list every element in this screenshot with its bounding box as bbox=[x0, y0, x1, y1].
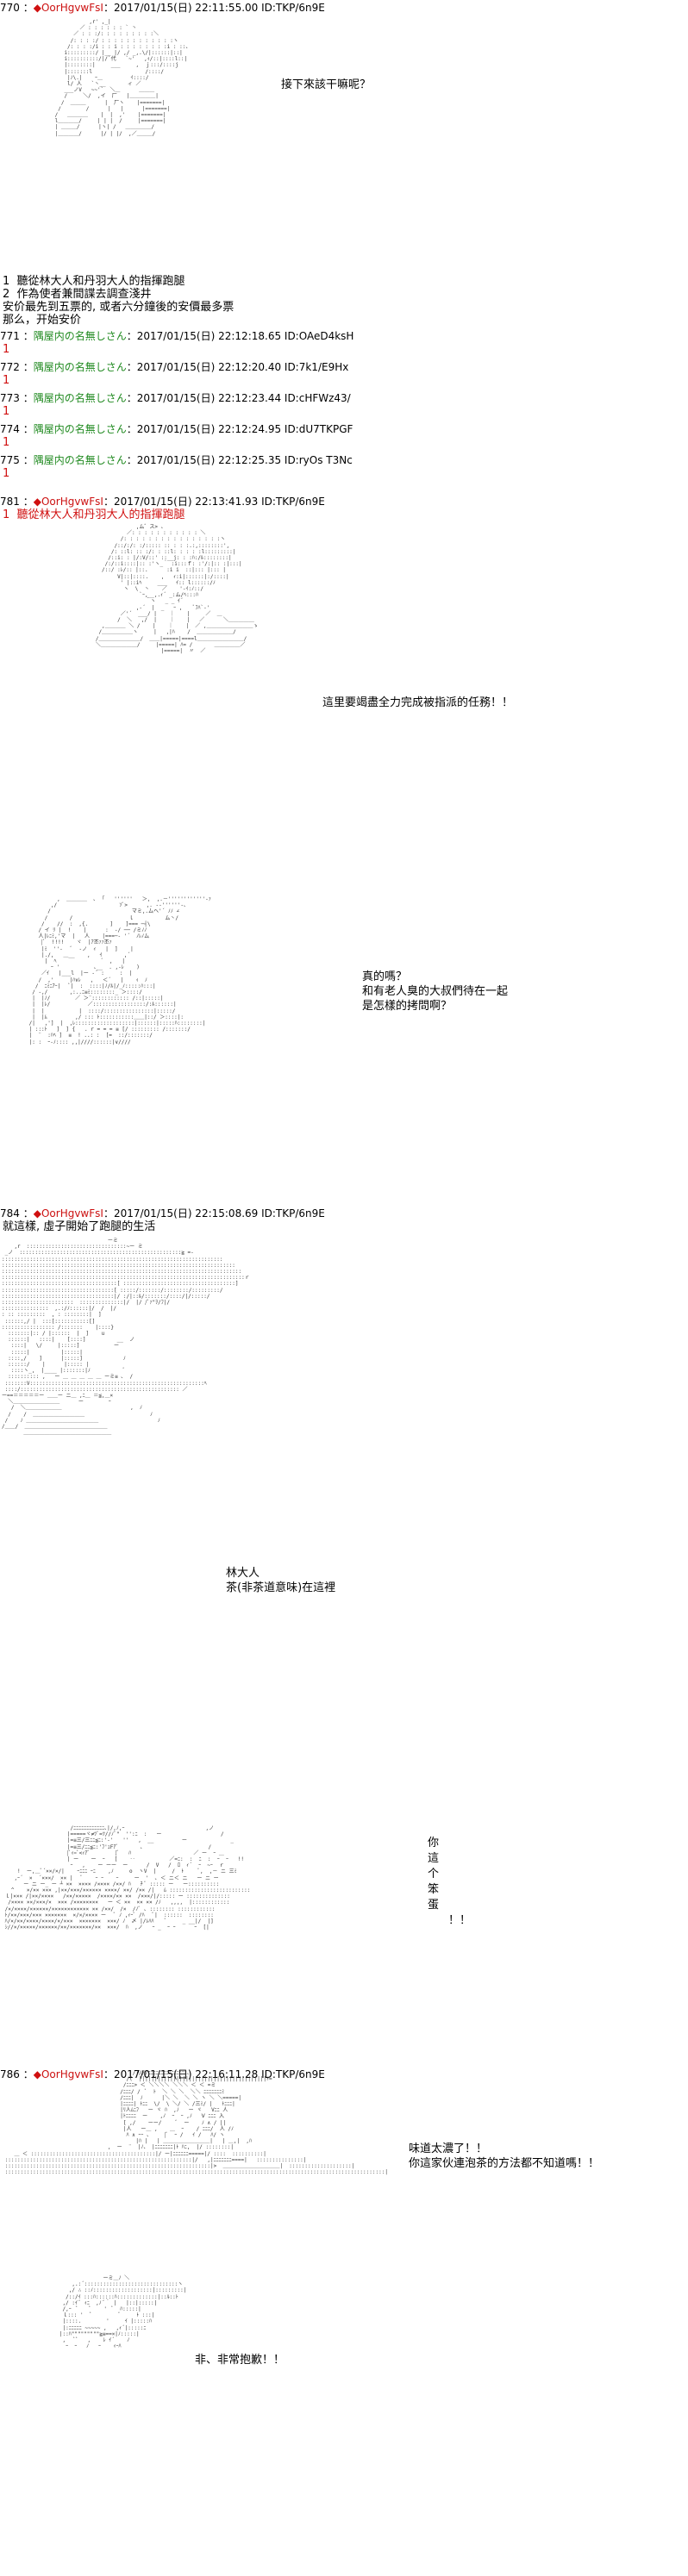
post-header: 771 ：隅屋内の名無しさん：2017/01/15(日) 22:12:18.65… bbox=[0, 330, 354, 342]
ascii-art-figure: ーミ ,r ::::::::::::::::::::::::::::::::~ー… bbox=[2, 1238, 250, 1437]
ascii-art-figure: , ＿＿＿＿ ､ ｢ '''''' ＞, ,.－''''''''''''‐ｧ ,… bbox=[28, 896, 211, 1045]
vote: 1 bbox=[3, 467, 10, 480]
vote: 1 bbox=[3, 405, 10, 418]
post-meta: 2017/01/15(日) 22:12:25.35 ID:ryOs T3Nc bbox=[136, 454, 353, 466]
post-number[interactable]: 774 bbox=[0, 423, 20, 435]
post-header: 774 ：隅屋内の名無しさん：2017/01/15(日) 22:12:24.95… bbox=[0, 423, 353, 435]
post-meta: 2017/01/15(日) 22:11:55.00 ID:TKP/6n9E bbox=[113, 2, 325, 14]
vote: 1 bbox=[3, 343, 10, 356]
speech-text: 真的嗎？ bbox=[362, 970, 408, 983]
speech-text: 蛋 bbox=[428, 1899, 440, 1912]
post-header: 786 ：◆OorHgvwFsI：2017/01/15(日) 22:16:11.… bbox=[0, 2068, 325, 2080]
post-author: 隅屋内の名無しさん bbox=[33, 454, 127, 466]
post-number[interactable]: 775 bbox=[0, 454, 20, 466]
choice-1: 1 聽從林大人和丹羽大人的指揮跑腿 bbox=[3, 275, 185, 288]
speech-text: 這里要竭盡全力完成被指派的任務！！ bbox=[322, 696, 514, 709]
chosen-option: 1 聽從林大人和丹羽大人的指揮跑腿 bbox=[3, 508, 185, 521]
ascii-art-figure: /|///ﾆﾆﾆﾆﾆﾆﾆﾆﾆﾆﾆﾆﾆﾆﾆ、 /( |||||||||||||||… bbox=[4, 2070, 388, 2176]
post-author: OorHgvwFsI bbox=[41, 496, 103, 508]
post-header: 773 ：隅屋内の名無しさん：2017/01/15(日) 22:12:23.44… bbox=[0, 392, 351, 404]
post-number[interactable]: 786 bbox=[0, 2068, 20, 2080]
post-meta: 2017/01/15(日) 22:16:11.28 ID:TKP/6n9E bbox=[113, 2068, 325, 2080]
trip-diamond-icon: ◆ bbox=[33, 496, 41, 508]
vote: 1 bbox=[3, 436, 10, 449]
speech-text: 笨 bbox=[428, 1883, 440, 1896]
post-meta: 2017/01/15(日) 22:12:20.40 ID:7k1/E9Hx bbox=[136, 361, 349, 373]
vote: 1 bbox=[3, 374, 10, 387]
post-author: OorHgvwFsI bbox=[41, 1207, 103, 1219]
speech-text: 你這家伙連泡茶的方法都不知道嗎！！ bbox=[409, 2157, 600, 2170]
post-number[interactable]: 772 bbox=[0, 361, 20, 373]
speech-text: 个 bbox=[428, 1868, 440, 1881]
narration: 就這樣, 虛子開始了跑腿的生活 bbox=[3, 1220, 156, 1233]
trip-diamond-icon: ◆ bbox=[33, 2, 41, 14]
speech-text: 非、非常抱歉！！ bbox=[195, 2354, 285, 2367]
post-number[interactable]: 771 bbox=[0, 330, 20, 342]
ascii-art-figure: ーミ＿ﾉ ＼ ,.:´:::::::::::::::::::::::::::::… bbox=[59, 2275, 187, 2350]
post-meta: 2017/01/15(日) 22:12:23.44 ID:cHFWz43/ bbox=[136, 392, 351, 404]
speech-text: 味道太濃了！！ bbox=[409, 2143, 488, 2155]
post-meta: 2017/01/15(日) 22:12:18.65 ID:OAeD4ksH bbox=[136, 330, 354, 342]
post-meta: 2017/01/15(日) 22:12:24.95 ID:dU7TKPGF bbox=[136, 423, 353, 435]
trip-diamond-icon: ◆ bbox=[33, 1207, 41, 1219]
post-author: 隅屋内の名無しさん bbox=[33, 392, 127, 404]
post-header: 781 ：◆OorHgvwFsI：2017/01/15(日) 22:13:41.… bbox=[0, 496, 325, 508]
speech-text: 和有老人臭的大叔們待在一起 bbox=[362, 985, 509, 998]
choice-rule: 安价最先到五票的, 或者六分鐘後的安價最多票 bbox=[3, 301, 235, 314]
post-number[interactable]: 770 bbox=[0, 2, 20, 14]
speech-text: 接下來該干嘛呢？ bbox=[281, 78, 372, 91]
post-meta: 2017/01/15(日) 22:13:41.93 ID:TKP/6n9E bbox=[113, 496, 325, 508]
post-number[interactable]: 773 bbox=[0, 392, 20, 404]
post-header: 775 ：隅屋内の名無しさん：2017/01/15(日) 22:12:25.35… bbox=[0, 454, 353, 466]
post-author: 隅屋内の名無しさん bbox=[33, 423, 127, 435]
post-author: OorHgvwFsI bbox=[41, 2, 103, 14]
ascii-art-figure: ,ム゛ス> 、 ／: : : : : : : : : : : ＼ /: : : … bbox=[95, 524, 259, 655]
post-header: 784 ：◆OorHgvwFsI：2017/01/15(日) 22:15:08.… bbox=[0, 1207, 325, 1219]
post-header: 770 ：◆OorHgvwFsI：2017/01/15(日) 22:11:55.… bbox=[0, 2, 325, 14]
speech-text: 茶(非茶道意味)在這裡 bbox=[226, 1581, 336, 1594]
post-meta: 2017/01/15(日) 22:15:08.69 ID:TKP/6n9E bbox=[113, 1207, 325, 1219]
post-header: 772 ：隅屋内の名無しさん：2017/01/15(日) 22:12:20.40… bbox=[0, 361, 349, 373]
post-author: 隅屋内の名無しさん bbox=[33, 361, 127, 373]
post-author: 隅屋内の名無しさん bbox=[33, 330, 127, 342]
post-number[interactable]: 781 bbox=[0, 496, 20, 508]
post-author: OorHgvwFsI bbox=[41, 2068, 103, 2080]
ascii-art-figure: /ﾆﾆﾆﾆﾆﾆﾆﾆﾆﾆﾆﾆ､|/,ﾉ,ｰ ,ノ |=====ヾ≠ﾂﾞ=ﾂ//ﾉﾞ… bbox=[4, 1825, 251, 1931]
choice-start: 那么，开始安价 bbox=[3, 314, 82, 327]
speech-text: 是怎樣的拷問啊？ bbox=[362, 1000, 453, 1013]
speech-text: 你 bbox=[428, 1837, 440, 1849]
speech-text: 這 bbox=[428, 1852, 440, 1865]
trip-diamond-icon: ◆ bbox=[33, 2068, 41, 2080]
post-number[interactable]: 784 bbox=[0, 1207, 20, 1219]
speech-text: 林大人 bbox=[226, 1567, 260, 1580]
choice-2: 2 作為使者兼間諜去調查淺井 bbox=[3, 288, 152, 301]
ascii-art-figure: ,r' ,_| ／ : : : : : : ` 丶 ／ : : :/: : : … bbox=[54, 19, 191, 137]
speech-text: ！！ bbox=[448, 1914, 472, 1927]
